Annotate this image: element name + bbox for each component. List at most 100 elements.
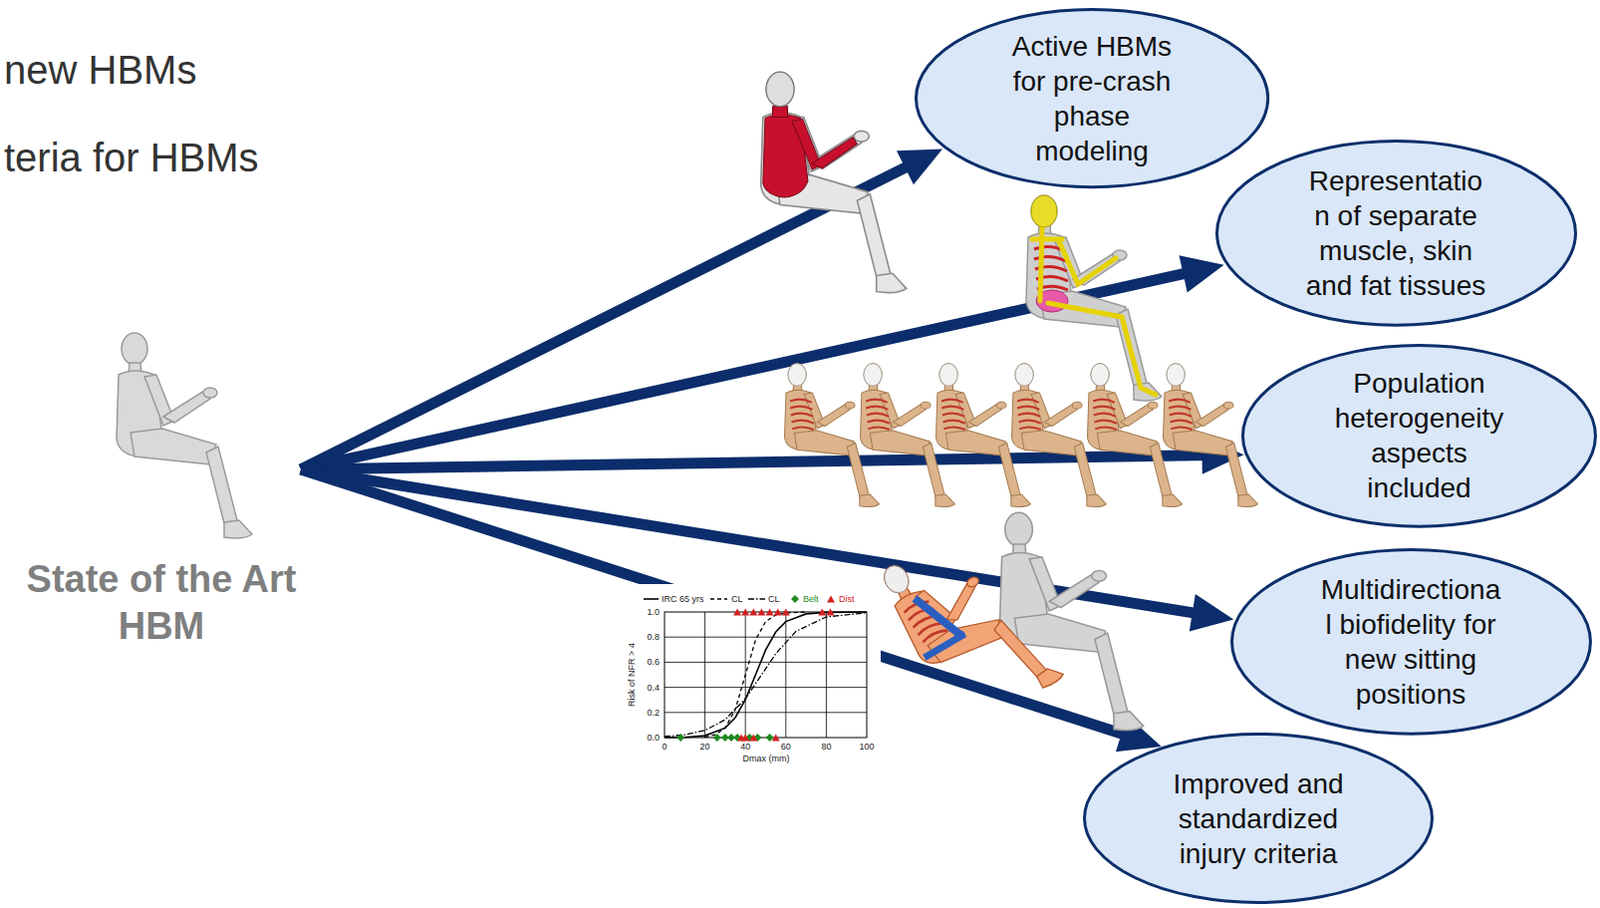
population-figure-part	[939, 363, 958, 386]
legend-samples-part	[826, 595, 835, 603]
dist-markers-part	[766, 608, 775, 616]
axis-title: Risk of NFR > 4	[626, 642, 637, 707]
goal-text: Active HBMs for pre-crash phase modeling	[999, 28, 1185, 169]
skull-overlay	[1031, 195, 1058, 228]
legend-samples-part	[791, 594, 800, 603]
population-figure-part	[941, 399, 966, 430]
goal-ellipse: Representatio n of separate muscle, skin…	[1215, 139, 1578, 327]
skeleton-overlay	[1032, 227, 1156, 395]
dist-markers-part	[826, 608, 835, 616]
legend-text: CL	[731, 593, 744, 604]
axis-tick: 0.0	[646, 732, 660, 743]
population-figure-part	[1090, 363, 1109, 386]
dist-markers-part	[733, 608, 742, 616]
ellipse-outline	[1231, 549, 1591, 735]
axis-title: Dmax (mm)	[743, 753, 791, 764]
axis-tick: 0.8	[646, 631, 660, 642]
population-figure-part	[788, 363, 806, 386]
chart-ground	[609, 583, 881, 768]
confidence-curve	[705, 611, 807, 738]
arrowhead	[896, 148, 943, 185]
population-figure-part	[865, 399, 890, 430]
seated-figure	[1026, 195, 1162, 401]
legend-text: CL	[768, 593, 781, 604]
goal-text: Improved and standardized injury criteri…	[1158, 766, 1358, 871]
legend-samples-part	[710, 597, 728, 599]
active-hbm-figure	[761, 71, 907, 292]
plot-frame	[664, 611, 867, 738]
grid-lines	[664, 611, 867, 738]
dist-markers-part	[772, 734, 781, 742]
ellipse-outline	[1243, 344, 1597, 527]
goal-text: Population heterogeneity aspects include…	[1334, 365, 1505, 506]
axis-tick: 20	[700, 741, 711, 752]
heading-fragment: teria for HBMs	[3, 134, 260, 181]
ellipse-outline	[1216, 141, 1576, 326]
population-figure-part	[1168, 399, 1193, 430]
grid-lines-part	[704, 611, 706, 738]
population-figure-part	[1092, 399, 1117, 430]
legend-text: IRC 65 yrs	[661, 593, 705, 604]
sitting-position-figures	[875, 512, 1143, 733]
grid-lines-part	[664, 661, 867, 663]
goal-ellipse: Improved and standardized injury criteri…	[1082, 732, 1434, 904]
population-figure-part	[790, 399, 814, 430]
ellipse-outline	[915, 9, 1268, 188]
axis-tick: 0.4	[646, 681, 660, 692]
grid-lines-part	[664, 711, 867, 713]
dist-markers-part	[741, 608, 750, 616]
risk-curve	[664, 611, 867, 738]
seated-figure	[761, 71, 907, 292]
goal-ellipse: Active HBMs for pre-crash phase modeling	[914, 7, 1270, 189]
population-figures	[785, 363, 1259, 508]
baseline-hbm-figure	[116, 332, 253, 538]
dist-markers	[733, 608, 834, 742]
axis-tick: 40	[740, 741, 751, 752]
dist-markers-part	[757, 608, 766, 616]
reclined-figure-part	[875, 518, 1066, 733]
axis-tick: 100	[858, 741, 874, 752]
axis-tick: 0.6	[646, 656, 660, 667]
seated-figure	[999, 512, 1143, 730]
belt-markers	[676, 733, 774, 742]
dist-markers-part	[741, 734, 750, 742]
reclined-figure-part	[879, 561, 913, 597]
reclined-figure	[875, 518, 1066, 733]
arrowhead	[1189, 593, 1234, 632]
dist-markers-part	[749, 608, 758, 616]
axis-tick: 60	[781, 741, 792, 752]
goal-text: Multidirectiona l biofidelity for new si…	[1319, 571, 1503, 712]
axis-tick: 0.2	[646, 707, 660, 718]
dist-markers-part	[782, 608, 791, 616]
legend-text: Dist	[838, 593, 855, 604]
dist-markers-part	[749, 734, 758, 742]
axis-tick: 80	[820, 741, 831, 752]
risk-chart	[609, 583, 881, 768]
grid-lines-part	[785, 611, 787, 738]
tissue-hbm-figure	[1026, 195, 1162, 401]
grid-lines-part	[664, 636, 867, 638]
legend-samples-part	[643, 597, 659, 600]
ellipse-outline	[1084, 734, 1433, 903]
seat-belt	[923, 633, 966, 658]
legend-text: Belt	[802, 593, 819, 604]
goal-ellipse: Population heterogeneity aspects include…	[1241, 343, 1598, 529]
dist-markers-part	[817, 608, 826, 616]
head-mesh	[766, 71, 795, 106]
goal-text: Representatio n of separate muscle, skin…	[1304, 163, 1488, 303]
population-figure-part	[1015, 363, 1034, 386]
belt-markers-part	[713, 733, 722, 742]
heading-fragment: new HBMs	[3, 46, 197, 93]
arrowhead	[1178, 255, 1224, 292]
muscle-overlay	[763, 106, 858, 198]
population-figure-part	[1017, 399, 1042, 430]
dist-markers-part	[774, 608, 783, 616]
connector-arrow	[300, 255, 1225, 470]
population-figure-part	[863, 363, 882, 386]
population-figure-part	[1166, 363, 1185, 386]
model-title: State of the Art HBM	[21, 555, 301, 650]
grid-lines-part	[664, 686, 867, 688]
legend-samples-part	[748, 597, 766, 599]
axis-tick: 0	[661, 741, 667, 752]
